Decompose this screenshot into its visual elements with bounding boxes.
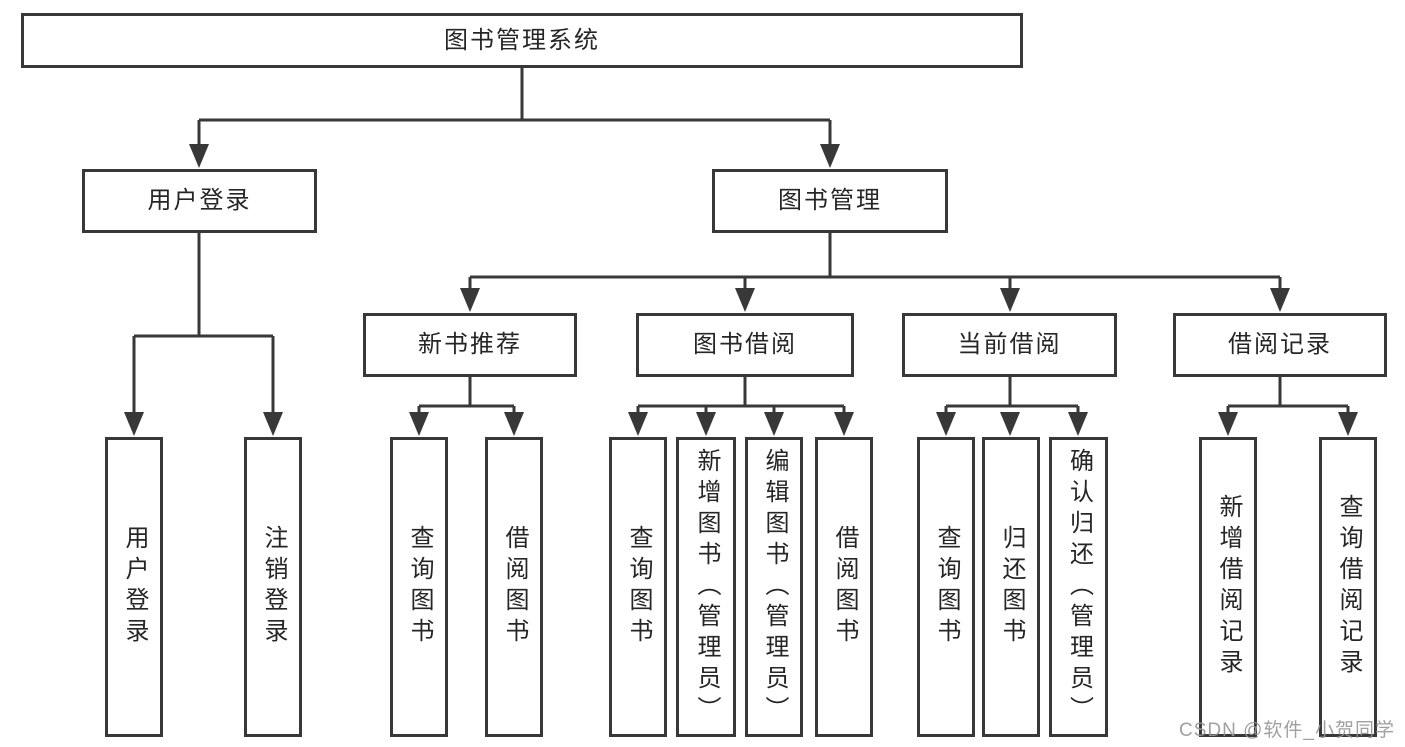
leaf-bb-add-books-admin-label: 新增图书（管理员） [693,447,720,727]
leaf-bb-query-books: 查询图书 [609,437,667,737]
leaf-cb-confirm-return-admin: 确认归还（管理员） [1049,437,1108,737]
leaf-br-query-record-label: 查询借阅记录 [1335,494,1362,680]
node-current-borrowing: 当前借阅 [902,313,1117,377]
leaf-nbr-borrow-books-label: 借阅图书 [501,525,528,649]
leaf-cb-query-books-label: 查询图书 [933,525,960,649]
leaf-bb-borrow-books: 借阅图书 [815,437,873,737]
node-new-book-recommend-label: 新书推荐 [418,331,522,358]
connector-root-to-level2 [197,68,832,146]
node-user-login: 用户登录 [82,169,317,233]
leaf-nbr-query-books: 查询图书 [390,437,448,737]
node-book-borrowing: 图书借阅 [636,313,854,377]
connector-book-management-children [468,233,1282,292]
leaf-bb-add-books-admin: 新增图书（管理员） [676,437,736,737]
node-new-book-recommend: 新书推荐 [363,313,577,377]
node-root-label: 图书管理系统 [444,26,600,54]
leaf-bb-edit-books-admin-label: 编辑图书（管理员） [761,447,788,727]
leaf-logout-label: 注销登录 [260,525,287,649]
leaf-br-add-record-label: 新增借阅记录 [1215,494,1242,680]
leaf-nbr-query-books-label: 查询图书 [406,525,433,649]
leaf-nbr-borrow-books: 借阅图书 [485,437,543,737]
node-current-borrowing-label: 当前借阅 [957,331,1062,358]
leaf-cb-return-books-label: 归还图书 [998,525,1025,649]
leaf-logout: 注销登录 [244,437,302,737]
node-book-borrowing-label: 图书借阅 [693,331,797,358]
leaf-br-add-record: 新增借阅记录 [1199,437,1257,737]
leaf-cb-confirm-return-admin-label: 确认归还（管理员） [1065,447,1093,727]
connector-borrow-record-children [1226,377,1350,415]
connector-user-login-children [132,233,275,415]
connector-current-borrow-children [944,377,1080,415]
node-root: 图书管理系统 [21,13,1023,68]
leaf-user-login-label: 用户登录 [121,525,148,649]
node-borrowing-records: 借阅记录 [1173,313,1387,377]
leaf-br-query-record: 查询借阅记录 [1319,437,1377,737]
connector-new-book-children [417,377,516,415]
node-book-management-label: 图书管理 [778,187,882,214]
node-borrowing-records-label: 借阅记录 [1228,331,1332,358]
leaf-bb-query-books-label: 查询图书 [625,525,652,649]
leaf-cb-query-books: 查询图书 [917,437,975,737]
node-book-management: 图书管理 [712,169,948,233]
leaf-cb-return-books: 归还图书 [982,437,1040,737]
connector-book-borrow-children [636,377,846,415]
leaf-bb-edit-books-admin: 编辑图书（管理员） [745,437,803,737]
arrowheads [124,144,1358,436]
leaf-bb-borrow-books-label: 借阅图书 [831,525,858,649]
node-user-login-label: 用户登录 [147,187,252,214]
leaf-user-login: 用户登录 [105,437,163,737]
csdn-watermark: CSDN @软件_小贺同学 [1179,720,1395,741]
